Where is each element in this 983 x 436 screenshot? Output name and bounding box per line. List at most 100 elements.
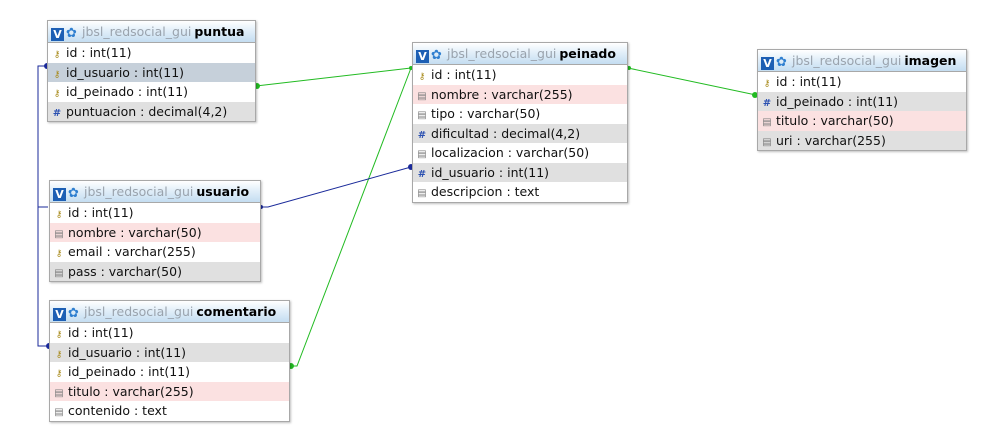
db-name: jbsl_redsocial_gui: [84, 184, 194, 199]
column-row[interactable]: ⚷ email : varchar(255): [50, 242, 260, 262]
text-icon: ▤: [54, 407, 64, 418]
text-icon: ▤: [54, 228, 64, 240]
column-label: id : int(11): [776, 74, 842, 89]
toggle-icon[interactable]: V: [51, 28, 64, 41]
number-icon: #: [762, 97, 772, 109]
column-row[interactable]: ▤ titulo : varchar(255): [50, 381, 289, 401]
relation-usuario-puntua: [37, 65, 48, 208]
column-label: nombre : varchar(50): [68, 224, 202, 240]
toggle-icon[interactable]: V: [761, 57, 774, 70]
column-row[interactable]: ▤ uri : varchar(255): [758, 130, 966, 150]
key-icon: ⚷: [53, 89, 61, 99]
number-icon: #: [417, 168, 427, 180]
text-icon: ▤: [417, 90, 427, 102]
column-row[interactable]: ▤tipo : varchar(50): [413, 104, 627, 124]
relation-end-dot: [627, 66, 631, 70]
column-label: dificultad : decimal(4,2): [431, 125, 581, 141]
column-label: id : int(11): [431, 67, 497, 82]
column-row[interactable]: ▤ pass : varchar(50): [50, 261, 260, 281]
column-row[interactable]: ⚷ id_peinado : int(11): [50, 362, 289, 382]
column-row[interactable]: ▤ contenido : text: [50, 401, 289, 421]
column-row[interactable]: ▤ nombre : varchar(255): [413, 84, 627, 104]
key-icon: ⚷: [55, 369, 63, 379]
relation-imagen-peinado: [627, 67, 757, 96]
db-name: jbsl_redsocial_gui: [84, 304, 194, 319]
column-label: id_peinado : int(11): [776, 93, 899, 109]
relation-end-dot: [752, 92, 758, 98]
column-label: contenido : text: [68, 403, 167, 418]
key-icon: ⚷: [763, 79, 771, 89]
gear-icon[interactable]: ✿: [431, 48, 442, 63]
text-icon: ▤: [54, 267, 64, 279]
column-label: puntuacion : decimal(4,2): [66, 103, 228, 119]
column-label: nombre : varchar(255): [431, 86, 573, 102]
column-label: id : int(11): [68, 325, 134, 340]
text-icon: ▤: [54, 387, 64, 399]
column-row[interactable]: ⚷id : int(11): [48, 43, 255, 63]
column-row[interactable]: ⚷id_usuario : int(11): [50, 342, 289, 362]
column-label: titulo : varchar(50): [776, 113, 894, 128]
toggle-icon[interactable]: V: [53, 188, 66, 201]
key-icon: ⚷: [53, 50, 61, 60]
relation-usuario-peinado: [260, 166, 412, 208]
column-row[interactable]: # id_peinado : int(11): [758, 91, 966, 111]
column-row[interactable]: # puntuacion : decimal(4,2): [48, 101, 255, 121]
relation-puntua-peinado: [255, 67, 412, 87]
column-label: titulo : varchar(255): [68, 383, 194, 399]
column-row[interactable]: ▤descripcion : text: [413, 182, 627, 202]
column-label: email : varchar(255): [68, 244, 196, 259]
column-row[interactable]: # dificultad : decimal(4,2): [413, 123, 627, 143]
column-row[interactable]: ⚷ id_peinado : int(11): [48, 82, 255, 102]
key-icon: ⚷: [55, 210, 63, 220]
toggle-icon[interactable]: V: [53, 308, 66, 321]
gear-icon[interactable]: ✿: [776, 55, 787, 70]
number-icon: #: [52, 107, 62, 119]
key-icon: ⚷: [55, 249, 63, 259]
column-row[interactable]: ⚷ id : int(11): [758, 72, 966, 92]
column-row[interactable]: ▤ nombre : varchar(50): [50, 222, 260, 242]
table-name: peinado: [559, 46, 616, 61]
column-row[interactable]: ⚷ id : int(11): [50, 323, 289, 343]
column-label: id_peinado : int(11): [68, 364, 191, 379]
key-icon: ⚷: [53, 69, 61, 80]
toggle-icon[interactable]: V: [416, 50, 429, 63]
db-name: jbsl_redsocial_gui: [447, 46, 557, 61]
column-row[interactable]: ⚷ id : int(11): [50, 203, 260, 223]
key-icon: ⚷: [55, 330, 63, 340]
text-icon: ▤: [417, 188, 427, 199]
text-icon: ▤: [762, 136, 772, 148]
column-label: id : int(11): [68, 205, 134, 220]
column-row[interactable]: ▤ titulo : varchar(50): [758, 111, 966, 131]
column-label: localizacion : varchar(50): [431, 145, 590, 160]
text-icon: ▤: [417, 149, 427, 160]
column-label: id_peinado : int(11): [66, 84, 189, 99]
column-label: pass : varchar(50): [68, 263, 182, 279]
gear-icon[interactable]: ✿: [66, 26, 77, 41]
text-icon: ▤: [762, 117, 772, 128]
gear-icon[interactable]: ✿: [68, 306, 79, 321]
column-label: tipo : varchar(50): [431, 106, 541, 121]
column-row[interactable]: ▤ localizacion : varchar(50): [413, 143, 627, 163]
column-row[interactable]: ⚷id_usuario : int(11): [48, 62, 255, 82]
gear-icon[interactable]: ✿: [68, 186, 79, 201]
number-icon: #: [417, 129, 427, 141]
relation-usuario-comentario: [37, 207, 49, 347]
column-row[interactable]: # id_usuario : int(11): [413, 162, 627, 182]
column-label: id_usuario : int(11): [431, 164, 550, 180]
column-row[interactable]: ⚷id : int(11): [413, 65, 627, 85]
table-name: comentario: [196, 304, 277, 319]
key-icon: ⚷: [55, 349, 63, 360]
column-label: uri : varchar(255): [776, 132, 886, 148]
db-name: jbsl_redsocial_gui: [792, 53, 902, 68]
table-name: imagen: [904, 53, 957, 68]
